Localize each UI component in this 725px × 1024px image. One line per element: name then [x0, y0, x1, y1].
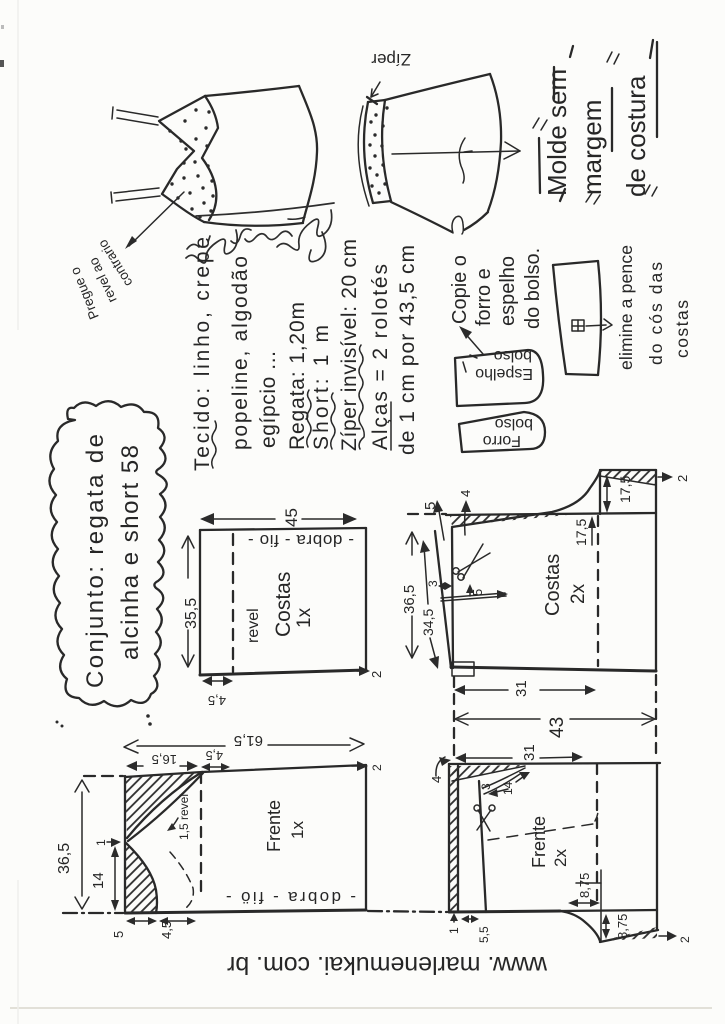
- svg-text:popeline, algodão: popeline, algodão: [229, 256, 252, 450]
- svg-text:bolso: bolso: [494, 347, 532, 364]
- svg-text:16,5: 16,5: [152, 752, 177, 767]
- svg-text:31: 31: [513, 680, 530, 697]
- svg-text:Espelho: Espelho: [475, 365, 533, 382]
- svg-text:1,5 revel: 1,5 revel: [177, 794, 191, 840]
- svg-text:14: 14: [501, 781, 515, 795]
- svg-text:1x: 1x: [288, 821, 307, 839]
- svg-text:2: 2: [369, 671, 384, 678]
- svg-text:Zíper invisível: 20 cm: Zíper invisível: 20 cm: [338, 239, 361, 451]
- svg-text:35,5: 35,5: [183, 598, 200, 629]
- svg-text:36,5: 36,5: [401, 585, 418, 614]
- svg-text:36,5: 36,5: [56, 843, 73, 874]
- svg-text:Tecido: linho, crepe: Tecido: linho, crepe: [191, 237, 214, 471]
- svg-text:43: 43: [547, 717, 568, 738]
- svg-text:Conjunto: regata de: Conjunto: regata de: [82, 434, 109, 688]
- svg-text:Frente: Frente: [529, 816, 549, 868]
- svg-text:www. marlenemukai. com. br: www. marlenemukai. com. br: [227, 951, 548, 979]
- svg-text:8,75: 8,75: [577, 873, 592, 898]
- svg-text:5: 5: [111, 931, 126, 938]
- svg-text:2: 2: [675, 475, 690, 482]
- svg-text:4,5: 4,5: [159, 921, 174, 939]
- svg-text:5,5: 5,5: [477, 926, 491, 943]
- svg-text:4: 4: [429, 776, 444, 783]
- svg-text:14: 14: [90, 872, 107, 889]
- svg-text:2x: 2x: [568, 583, 589, 604]
- svg-text:Forro: Forro: [483, 432, 521, 449]
- svg-text:17,5: 17,5: [573, 519, 589, 546]
- svg-text:Costas: Costas: [542, 554, 564, 616]
- svg-text:5: 5: [470, 589, 485, 596]
- svg-text:bolso: bolso: [495, 415, 533, 432]
- svg-text:61,5: 61,5: [234, 732, 263, 749]
- svg-text:egípcio ...: egípcio ...: [257, 351, 280, 448]
- svg-text:Copie o: Copie o: [449, 255, 471, 324]
- svg-text:Molde sem: Molde sem: [542, 69, 572, 196]
- svg-text:2x: 2x: [551, 849, 570, 867]
- svg-text:espelho: espelho: [497, 256, 519, 326]
- svg-text:Costas: Costas: [272, 572, 295, 637]
- svg-text:2: 2: [678, 936, 692, 943]
- svg-text:17,5: 17,5: [617, 476, 633, 503]
- svg-text:31: 31: [521, 744, 538, 761]
- svg-text:1x: 1x: [294, 607, 315, 628]
- svg-text:de 1 cm por 43,5 cm: de 1 cm por 43,5 cm: [396, 245, 419, 455]
- svg-text:margem: margem: [577, 100, 607, 195]
- svg-text:5: 5: [422, 502, 439, 510]
- svg-text:Alças = 2 rolotés: Alças = 2 rolotés: [369, 264, 392, 450]
- svg-text:1: 1: [447, 927, 461, 934]
- svg-text:do bolso.: do bolso.: [522, 248, 544, 329]
- svg-text:- dobra - fio -: - dobra - fio -: [248, 531, 354, 550]
- svg-text:- dobra - fiö -: - dobra - fiö -: [226, 888, 356, 907]
- svg-text:Frente: Frente: [264, 800, 284, 852]
- svg-text:Short: 1 m: Short: 1 m: [310, 325, 333, 450]
- svg-text:3: 3: [426, 580, 440, 587]
- svg-text:revel: revel: [245, 608, 262, 643]
- svg-text:Regata: 1,20m: Regata: 1,20m: [286, 302, 309, 450]
- svg-text:34,5: 34,5: [420, 609, 436, 636]
- svg-text:Zíper: Zíper: [371, 50, 411, 69]
- svg-text:forro e: forro e: [473, 268, 495, 326]
- svg-text:3: 3: [479, 783, 493, 790]
- svg-text:45: 45: [282, 508, 301, 527]
- svg-text:4,5: 4,5: [208, 693, 226, 708]
- svg-text:4,5: 4,5: [206, 748, 223, 762]
- svg-text:de costura: de costura: [621, 75, 651, 197]
- svg-text:costas: costas: [672, 300, 692, 358]
- svg-text:8,75: 8,75: [615, 914, 630, 939]
- svg-text:1: 1: [94, 839, 108, 846]
- svg-text:4: 4: [458, 490, 473, 497]
- svg-text:2: 2: [370, 764, 384, 771]
- svg-text:alcinha e short 58: alcinha e short 58: [117, 445, 144, 660]
- svg-text:elimine a pence: elimine a pence: [616, 245, 636, 370]
